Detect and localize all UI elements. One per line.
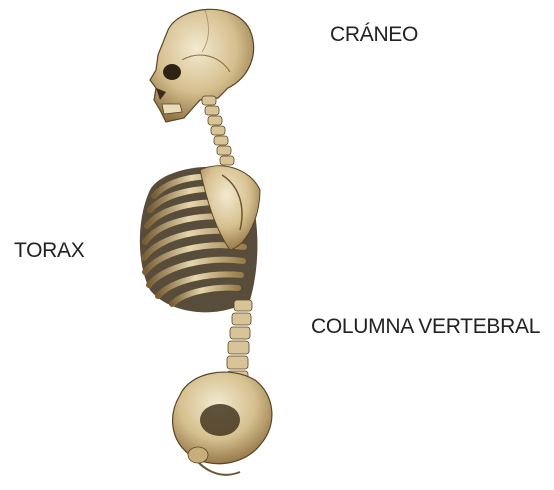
skeleton-figure — [110, 0, 290, 485]
pelvis — [173, 372, 272, 475]
ribcage — [140, 166, 260, 313]
cervical-spine — [202, 96, 234, 165]
label-columna-vertebral: COLUMNA VERTEBRAL — [311, 316, 540, 337]
skeleton-illustration — [110, 0, 290, 490]
label-craneo: CRÁNEO — [330, 24, 418, 45]
skull — [150, 9, 254, 122]
vertebral-column — [227, 300, 252, 384]
label-torax: TORAX — [14, 240, 84, 261]
